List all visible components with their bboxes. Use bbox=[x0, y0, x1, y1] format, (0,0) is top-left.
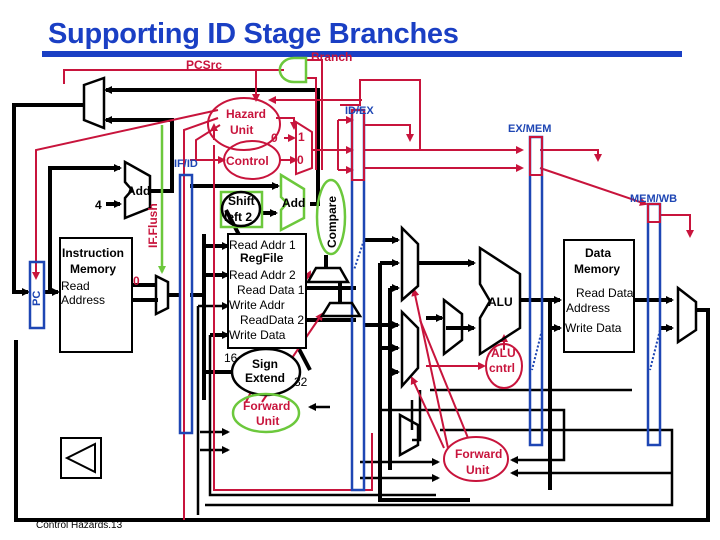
regfile-port-write-addr: Write Addr bbox=[229, 298, 285, 312]
pc-label: PC bbox=[31, 291, 43, 306]
control-unit bbox=[223, 140, 281, 180]
hazard-label-1: Hazard bbox=[226, 107, 266, 121]
id-ex-label: ID/EX bbox=[345, 105, 374, 117]
pc-register bbox=[28, 260, 46, 330]
alu bbox=[478, 245, 522, 357]
alu-input-b-mux bbox=[400, 308, 420, 390]
compare-mux-a bbox=[305, 266, 351, 284]
instr-mem-label-2: Memory bbox=[70, 262, 116, 276]
regfile-port-read-data-2: ReadData 2 bbox=[240, 313, 304, 327]
data-mem-label-1: Data bbox=[585, 246, 611, 260]
previous-slide-button[interactable] bbox=[60, 437, 102, 479]
regfile-port-read-addr-1: Read Addr 1 bbox=[229, 238, 296, 252]
writeback-mux bbox=[676, 285, 698, 345]
if-flush-mux bbox=[154, 273, 170, 317]
pcsrc-label: PCSrc bbox=[186, 58, 222, 72]
forward-unit-ex bbox=[443, 436, 509, 482]
forward-id-label-2: Unit bbox=[256, 414, 279, 428]
sign-extend-label-2: Extend bbox=[245, 371, 285, 385]
instr-mem-label-1: Instruction bbox=[62, 246, 124, 260]
compare-label: Compare bbox=[325, 196, 339, 248]
regfile-label: RegFile bbox=[240, 251, 284, 265]
data-mem-port-write-data: Write Data bbox=[565, 321, 622, 335]
back-triangle-icon bbox=[64, 442, 96, 474]
shift-label-1: Shift bbox=[228, 194, 255, 208]
shift-label-2: left 2 bbox=[224, 210, 252, 224]
stall-mux-in-0: 0 bbox=[297, 153, 304, 167]
ex-mem-register bbox=[528, 135, 544, 447]
zero-const-b: 0 bbox=[133, 274, 140, 288]
branch-label: Branch bbox=[311, 50, 352, 64]
zero-const-a: 0 bbox=[271, 131, 278, 145]
forward-unit-id bbox=[231, 392, 301, 434]
mem-wb-register bbox=[646, 202, 662, 447]
bits-32-label: 32 bbox=[294, 375, 308, 389]
if-id-label: IF/ID bbox=[174, 158, 198, 170]
bits-16-label: 16 bbox=[224, 351, 238, 365]
alu-input-a-mux bbox=[400, 224, 420, 303]
forward-id-label-1: Forward bbox=[243, 399, 290, 413]
reg-dst-mux bbox=[398, 412, 420, 458]
slide-title: Supporting ID Stage Branches bbox=[48, 18, 459, 50]
slide-footer: Control Hazards.13 bbox=[36, 520, 123, 531]
sign-extend-label-1: Sign bbox=[252, 357, 278, 371]
control-label: Control bbox=[226, 154, 269, 168]
mem-wb-label: MEM/WB bbox=[630, 193, 677, 205]
instr-mem-port-read: Read bbox=[61, 279, 90, 293]
hazard-label-2: Unit bbox=[230, 123, 253, 137]
stall-mux-in-1: 1 bbox=[298, 130, 305, 144]
id-ex-register bbox=[350, 108, 366, 492]
if-id-register bbox=[178, 173, 194, 435]
regfile-port-write-data: Write Data bbox=[229, 328, 286, 342]
regfile-port-read-addr-2: Read Addr 2 bbox=[229, 268, 296, 282]
data-memory bbox=[563, 239, 635, 353]
forward-ex-label-2: Unit bbox=[466, 463, 489, 477]
const-4-label: 4 bbox=[95, 198, 102, 212]
register-file bbox=[227, 233, 307, 349]
alu-control-label-1: ALU bbox=[491, 346, 516, 360]
control-stall-mux bbox=[295, 120, 313, 176]
pipeline-register-bars bbox=[28, 108, 662, 492]
instr-mem-port-address: Address bbox=[61, 293, 105, 307]
instruction-memory bbox=[59, 237, 133, 353]
alu-control bbox=[485, 343, 523, 389]
alu-label: ALU bbox=[488, 295, 513, 309]
compare-unit bbox=[315, 178, 347, 256]
regfile-port-read-data-1: Read Data 1 bbox=[237, 283, 305, 297]
alu-src-mux bbox=[442, 297, 464, 357]
forward-ex-label-1: Forward bbox=[455, 447, 502, 461]
data-mem-port-address: Address bbox=[566, 301, 610, 315]
hazard-unit bbox=[207, 97, 281, 151]
compare-mux-b bbox=[319, 301, 363, 318]
pc-adder-label: Add bbox=[127, 184, 150, 198]
pc-adder bbox=[123, 159, 152, 220]
data-mem-port-read-data: Read Data bbox=[576, 286, 634, 300]
if-flush-label: IF.Flush bbox=[146, 203, 160, 248]
branch-adder-label: Add bbox=[282, 196, 305, 210]
branch-and-gate bbox=[278, 56, 308, 84]
data-mem-label-2: Memory bbox=[574, 262, 620, 276]
title-underline bbox=[42, 51, 682, 57]
branch-adder bbox=[279, 172, 306, 233]
alu-control-label-2: cntrl bbox=[489, 361, 515, 375]
pc-source-mux bbox=[82, 76, 106, 130]
ex-mem-label: EX/MEM bbox=[508, 123, 551, 135]
